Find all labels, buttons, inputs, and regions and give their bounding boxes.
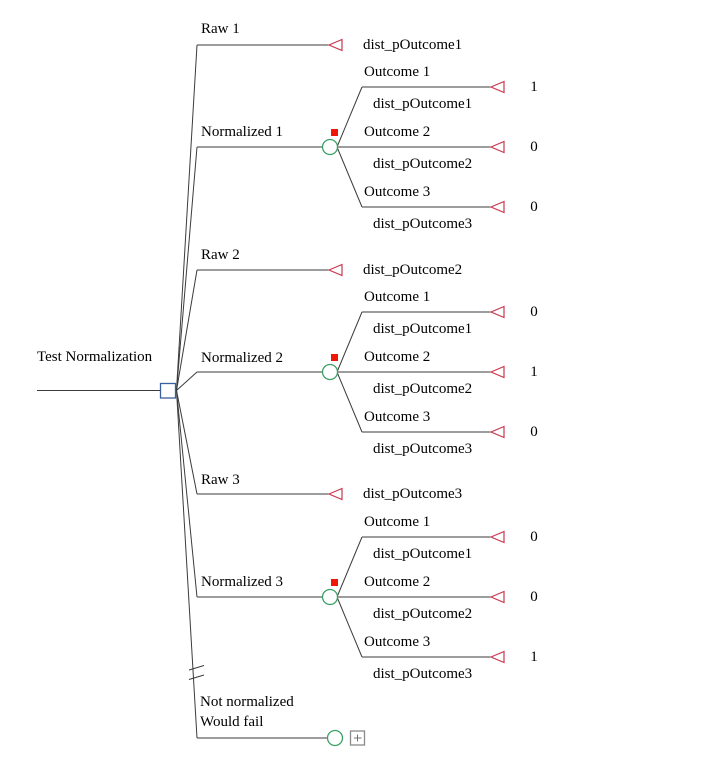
terminal-node-raw-1[interactable] [327,38,343,52]
payoff-value: 1 [530,364,538,380]
terminal-node-outcome[interactable] [489,425,505,439]
outcome-branch-line [336,596,363,658]
probability-label: dist_pOutcome1 [373,546,473,562]
chance-node-normalized-2[interactable] [321,363,339,381]
branch-label-normalized-1: Normalized 1 [201,124,284,140]
outcome-label: Outcome 2 [364,574,431,590]
pruned-branch-marker [188,674,205,680]
outcome-label: Outcome 1 [364,514,431,530]
expand-button[interactable] [349,730,366,746]
branch-label-raw-3: Raw 3 [201,472,240,488]
fan-line-normalized-3 [176,390,198,598]
terminal-node-raw-3[interactable] [327,487,343,501]
terminal-node-outcome[interactable] [489,650,505,664]
outcome-label: Outcome 2 [364,124,431,140]
payoff-value: 0 [530,589,538,605]
outcome-label: Outcome 3 [364,634,431,650]
branch-label-not-normalized: Not normalized [200,694,294,710]
terminal-node-outcome[interactable] [489,305,505,319]
branch-label-raw-2: Raw 2 [201,247,240,263]
probability-label: dist_pOutcome3 [373,216,473,232]
outcome-branch-line [336,536,363,598]
outcome-label: Outcome 1 [364,289,431,305]
terminal-node-raw-2[interactable] [327,263,343,277]
branch-label-would-fail: Would fail [200,714,264,730]
terminal-node-outcome[interactable] [489,80,505,94]
terminal-node-outcome[interactable] [489,140,505,154]
probability-label: dist_pOutcome2 [373,156,473,172]
chance-node-normalized-1[interactable] [321,138,339,156]
payoff-value: 0 [530,529,538,545]
fan-line-raw-1 [176,44,198,391]
red-flag-marker [331,129,338,136]
outcome-branch-line [336,311,363,373]
chance-node-normalized-3[interactable] [321,588,339,606]
payoff-label-raw-1: dist_pOutcome1 [363,37,463,53]
outcome-label: Outcome 3 [364,184,431,200]
probability-label: dist_pOutcome2 [373,381,473,397]
terminal-node-outcome[interactable] [489,590,505,604]
root-node-label: Test Normalization [37,349,153,365]
payoff-value: 0 [530,139,538,155]
red-flag-marker [331,354,338,361]
decision-node[interactable] [159,382,177,399]
outcome-label: Outcome 3 [364,409,431,425]
payoff-label-raw-2: dist_pOutcome2 [363,262,463,278]
payoff-value: 0 [530,304,538,320]
payoff-value: 0 [530,424,538,440]
terminal-node-outcome[interactable] [489,530,505,544]
probability-label: dist_pOutcome1 [373,96,473,112]
fan-line-normalized-1 [176,146,198,391]
outcome-label: Outcome 1 [364,64,431,80]
outcome-label: Outcome 2 [364,349,431,365]
fan-line-raw-3 [176,390,198,495]
red-flag-marker [331,579,338,586]
terminal-node-outcome[interactable] [489,200,505,214]
probability-label: dist_pOutcome3 [373,441,473,457]
payoff-value: 1 [530,649,538,665]
outcome-branch-line [336,371,363,433]
probability-label: dist_pOutcome1 [373,321,473,337]
fan-line-not-normalized [176,390,198,739]
terminal-node-outcome[interactable] [489,365,505,379]
payoff-value: 0 [530,199,538,215]
probability-label: dist_pOutcome3 [373,666,473,682]
fan-line-normalized-2 [176,371,198,391]
branch-label-raw-1: Raw 1 [201,21,240,37]
fan-line-raw-2 [176,269,198,391]
payoff-value: 1 [530,79,538,95]
chance-node-collapsed[interactable] [326,729,344,747]
outcome-branch-line [336,86,363,148]
branch-label-normalized-3: Normalized 3 [201,574,284,590]
outcome-branch-line [336,146,363,208]
payoff-label-raw-3: dist_pOutcome3 [363,486,463,502]
branch-label-normalized-2: Normalized 2 [201,350,284,366]
pruned-branch-marker [188,665,205,671]
probability-label: dist_pOutcome2 [373,606,473,622]
